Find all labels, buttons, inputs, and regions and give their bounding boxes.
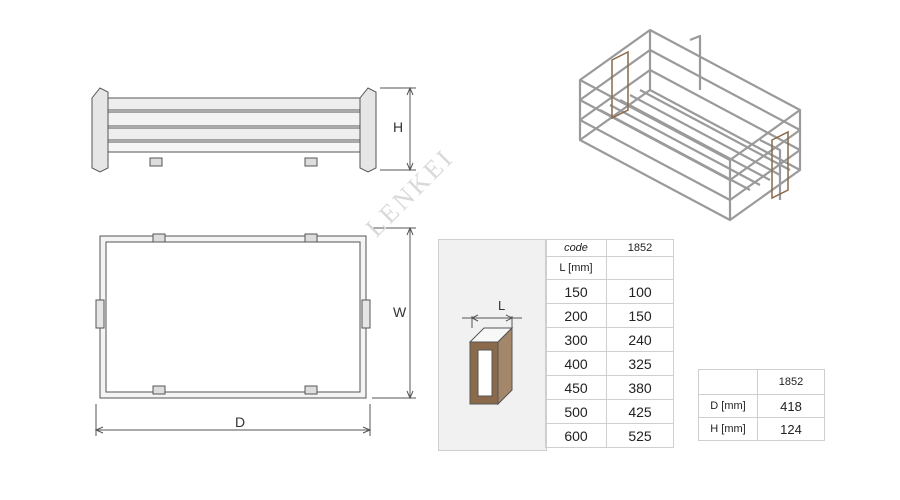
table-row: 400 325 xyxy=(545,351,674,376)
table-row: D [mm] 418 xyxy=(698,394,825,418)
depth-dimension-label: D xyxy=(235,414,246,430)
dimension-code-header: 1852 xyxy=(757,369,825,395)
dimension-value-cell: 418 xyxy=(757,394,825,418)
code-cell: 325 xyxy=(606,351,674,376)
dimension-value-cell: 124 xyxy=(757,417,825,441)
table-row: 600 525 xyxy=(545,423,674,448)
length-cell: 600 xyxy=(545,423,607,448)
table-row: 300 240 xyxy=(545,327,674,352)
dimension-label-cell: H [mm] xyxy=(698,417,758,441)
code-cell: 100 xyxy=(606,279,674,304)
table-row: 500 425 xyxy=(545,399,674,424)
height-dimension-label: H xyxy=(393,119,404,135)
length-cell: 500 xyxy=(545,399,607,424)
code-cell: 425 xyxy=(606,399,674,424)
dimension-label-cell: D [mm] xyxy=(698,394,758,418)
table-row: 150 100 xyxy=(545,279,674,304)
length-cell: 150 xyxy=(545,279,607,304)
code-cell: 240 xyxy=(606,327,674,352)
table-cell xyxy=(698,369,758,395)
length-cell: 300 xyxy=(545,327,607,352)
size-table: code 1852 L [mm] 150 100 200 150 300 240… xyxy=(545,239,674,448)
length-cell: 400 xyxy=(545,351,607,376)
length-cell: 200 xyxy=(545,303,607,328)
table-row: H [mm] 124 xyxy=(698,417,825,441)
code-cell: 150 xyxy=(606,303,674,328)
width-dimension-label: W xyxy=(393,304,407,320)
table-row: 450 380 xyxy=(545,375,674,400)
length-cell: 450 xyxy=(545,375,607,400)
length-dimension-label: L xyxy=(498,298,506,313)
code-value-header: 1852 xyxy=(606,239,674,257)
code-cell: 525 xyxy=(606,423,674,448)
table-row: 200 150 xyxy=(545,303,674,328)
code-header: code xyxy=(545,239,607,257)
code-cell: 380 xyxy=(606,375,674,400)
length-header: L [mm] xyxy=(545,256,607,280)
table-cell xyxy=(606,256,674,280)
dimension-table: 1852 D [mm] 418 H [mm] 124 xyxy=(698,369,825,441)
